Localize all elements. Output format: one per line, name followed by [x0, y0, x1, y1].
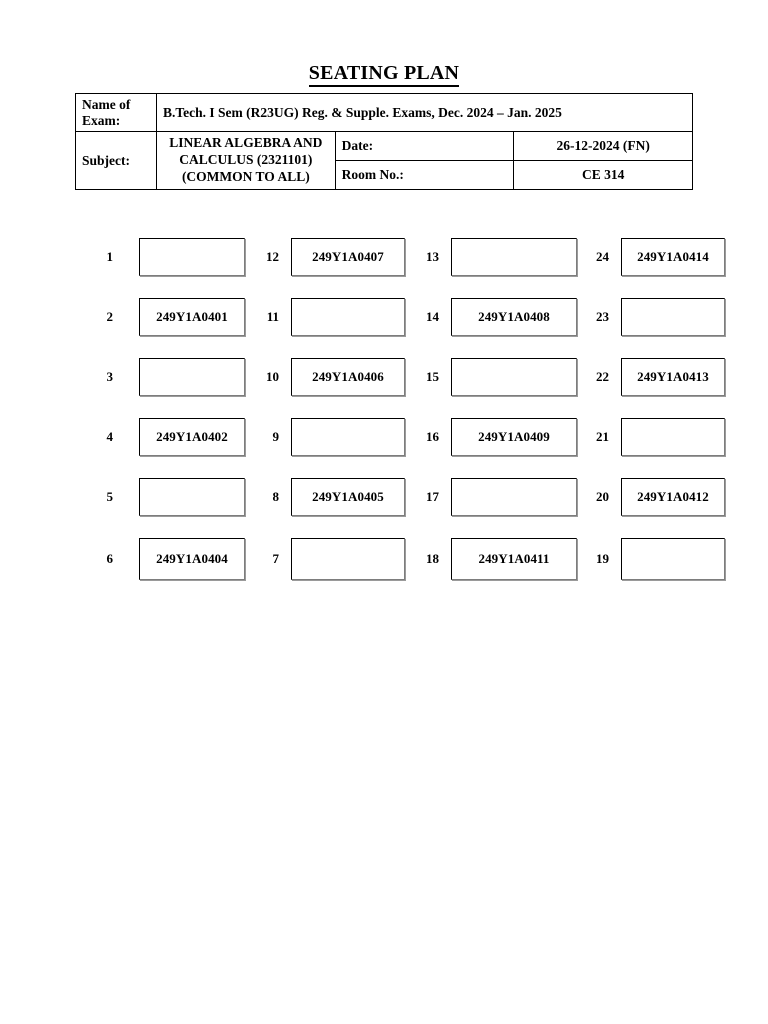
page-title-text: SEATING PLAN: [308, 62, 460, 87]
seat-cell: 23: [577, 298, 725, 336]
seat-box[interactable]: [291, 538, 405, 580]
seat-cell: 5: [95, 478, 245, 516]
seat-number: 7: [272, 551, 280, 566]
seat-number: 19: [596, 551, 609, 566]
seat-number: 16: [426, 429, 439, 444]
seat-box[interactable]: 249Y1A0414: [621, 238, 725, 276]
seat-cell: 21: [577, 418, 725, 456]
seat-box[interactable]: [451, 478, 577, 516]
seat-number: 9: [272, 429, 280, 444]
seat-cell: 11: [245, 298, 405, 336]
room-label: Room No.:: [334, 159, 515, 190]
seat-box[interactable]: [451, 358, 577, 396]
seat-cell: 24 249Y1A0414: [577, 238, 725, 276]
room-value: CE 314: [513, 159, 693, 190]
exam-name-label: Name of Exam:: [75, 92, 157, 133]
date-label: Date:: [334, 131, 515, 161]
seat-box[interactable]: 249Y1A0413: [621, 358, 725, 396]
seat-number: 15: [426, 369, 439, 384]
seat-number: 14: [426, 309, 439, 324]
seat-box[interactable]: 249Y1A0405: [291, 478, 405, 516]
seat-box[interactable]: 249Y1A0404: [139, 538, 245, 580]
seat-cell: 15: [405, 358, 577, 396]
exam-name-row: Name of Exam: B.Tech. I Sem (R23UG) Reg.…: [75, 92, 693, 133]
room-row: Room No.: CE 314: [76, 159, 693, 190]
seat-row: 2 249Y1A0401 11 14 249Y1A0408 23: [95, 298, 725, 358]
seat-number: 1: [106, 249, 114, 264]
seat-cell: 20 249Y1A0412: [577, 478, 725, 516]
seat-number: 3: [106, 369, 114, 384]
seat-number: 6: [106, 551, 114, 566]
seat-number: 17: [426, 489, 439, 504]
seat-cell: 7: [245, 538, 405, 580]
seat-row: 5 8 249Y1A0405 17 20 249Y1A0412: [95, 478, 725, 538]
seat-box[interactable]: 249Y1A0407: [291, 238, 405, 276]
seat-cell: 14 249Y1A0408: [405, 298, 577, 336]
seat-number: 11: [266, 309, 279, 324]
seat-number: 13: [426, 249, 439, 264]
seat-row: 6 249Y1A0404 7 18 249Y1A0411 19: [95, 538, 725, 598]
subject-value: LINEAR ALGEBRA AND CALCULUS (2321101) (C…: [156, 131, 336, 190]
seat-number: 8: [272, 489, 280, 504]
seat-box[interactable]: [139, 478, 245, 516]
seat-number: 2: [106, 309, 114, 324]
seat-cell: 8 249Y1A0405: [245, 478, 405, 516]
seat-box[interactable]: [621, 298, 725, 336]
subject-line-1: LINEAR ALGEBRA AND CALCULUS (2321101): [169, 135, 323, 167]
seat-number: 23: [596, 309, 609, 324]
seat-row: 1 12 249Y1A0407 13 24 249Y1A0414: [95, 238, 725, 298]
exam-name-value: B.Tech. I Sem (R23UG) Reg. & Supple. Exa…: [156, 92, 693, 133]
subject-label: Subject:: [75, 131, 157, 190]
seat-box[interactable]: [621, 418, 725, 456]
seat-box[interactable]: 249Y1A0406: [291, 358, 405, 396]
seat-cell: 6 249Y1A0404: [95, 538, 245, 580]
seat-box[interactable]: [621, 538, 725, 580]
seat-cell: 12 249Y1A0407: [245, 238, 405, 276]
seat-box[interactable]: 249Y1A0409: [451, 418, 577, 456]
seat-number: 4: [106, 429, 114, 444]
seat-box[interactable]: [139, 358, 245, 396]
seat-box[interactable]: [291, 298, 405, 336]
seat-number: 21: [596, 429, 609, 444]
seat-cell: 4 249Y1A0402: [95, 418, 245, 456]
seat-cell: 1: [95, 238, 245, 276]
seat-cell: 22 249Y1A0413: [577, 358, 725, 396]
seat-cell: 18 249Y1A0411: [405, 538, 577, 580]
seat-cell: 10 249Y1A0406: [245, 358, 405, 396]
seat-box[interactable]: 249Y1A0412: [621, 478, 725, 516]
seat-cell: 3: [95, 358, 245, 396]
exam-info-table: Name of Exam: B.Tech. I Sem (R23UG) Reg.…: [75, 92, 693, 190]
seating-grid: 1 12 249Y1A0407 13 24 249Y1A0414 2 249Y1…: [95, 238, 725, 598]
seat-number: 18: [426, 551, 439, 566]
date-value: 26-12-2024 (FN): [513, 131, 693, 161]
subject-date-row: Subject: LINEAR ALGEBRA AND CALCULUS (23…: [75, 131, 693, 190]
seat-number: 22: [596, 369, 609, 384]
seat-cell: 19: [577, 538, 725, 580]
seat-cell: 9: [245, 418, 405, 456]
seat-number: 12: [266, 249, 279, 264]
seat-box[interactable]: [291, 418, 405, 456]
seat-box[interactable]: [139, 238, 245, 276]
seat-row: 4 249Y1A0402 9 16 249Y1A0409 21: [95, 418, 725, 478]
seat-number: 20: [596, 489, 609, 504]
seat-number: 10: [266, 369, 279, 384]
seat-box[interactable]: 249Y1A0411: [451, 538, 577, 580]
page-title: SEATING PLAN: [0, 62, 768, 87]
subject-line-2: (COMMON TO ALL): [181, 168, 310, 184]
seat-cell: 17: [405, 478, 577, 516]
seat-box[interactable]: [451, 238, 577, 276]
seat-number: 24: [596, 249, 609, 264]
seat-number: 5: [106, 489, 114, 504]
seat-cell: 13: [405, 238, 577, 276]
seat-box[interactable]: 249Y1A0408: [451, 298, 577, 336]
seat-box[interactable]: 249Y1A0401: [139, 298, 245, 336]
seat-row: 3 10 249Y1A0406 15 22 249Y1A0413: [95, 358, 725, 418]
seat-cell: 16 249Y1A0409: [405, 418, 577, 456]
seat-cell: 2 249Y1A0401: [95, 298, 245, 336]
seat-box[interactable]: 249Y1A0402: [139, 418, 245, 456]
